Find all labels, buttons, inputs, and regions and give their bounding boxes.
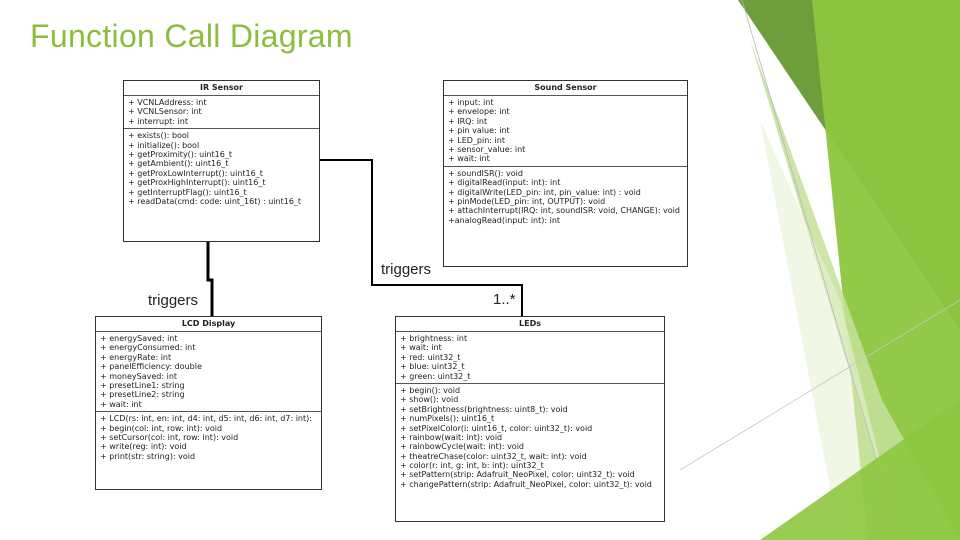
class-method: + initialize(): bool: [128, 140, 200, 150]
class-method: + getProximity(): uint16_t: [128, 149, 232, 159]
multiplicity-label: 1..*: [493, 291, 516, 308]
class-attribute: + panelEfficiency: double: [100, 362, 202, 372]
class-methods: + exists(): bool+ initialize(): bool+ ge…: [124, 129, 319, 208]
class-method: + setCursor(col: int, row: int): void: [100, 432, 239, 442]
deco-green-band: [812, 0, 960, 540]
connector-label-ir-to-lcd: triggers: [148, 292, 199, 309]
class-attributes: + input: int+ envelope: int+ IRQ: int+ p…: [444, 96, 687, 167]
class-method: + readData(cmd: code: uint_16t) : uint16…: [128, 196, 302, 206]
class-methods: + begin(): void+ show(): void+ setBright…: [396, 384, 664, 491]
class-method: + begin(): void: [400, 385, 461, 395]
class-method: + getInterruptFlag(): uint16_t: [128, 187, 247, 197]
class-method: + getProxLowInterrupt(): uint16_t: [128, 168, 263, 178]
class-attribute: + sensor_value: int: [448, 144, 526, 154]
class-attributes: + VCNLAddress: int+ VCNLSensor: int+ int…: [124, 96, 319, 130]
deco-line: [741, 0, 901, 540]
class-method: + LCD(rs: int, en: int, d4: int, d5: int…: [100, 414, 312, 424]
class-method: + theatreChase(color: uint32_t, wait: in…: [400, 451, 587, 461]
class-title: Sound Sensor: [444, 81, 687, 96]
class-attributes: + brightness: int+ wait: int+ red: uint3…: [396, 332, 664, 384]
class-attribute: + red: uint32_t: [400, 352, 461, 362]
class-attribute: + green: uint32_t: [400, 371, 471, 381]
deco-bottom-wedge: [760, 400, 960, 540]
class-method: + digitalWrite(LED_pin: int, pin_value: …: [448, 187, 641, 197]
class-leds: LEDs + brightness: int+ wait: int+ red: …: [395, 316, 665, 522]
class-method: + rainbow(wait: int): void: [400, 432, 503, 442]
class-attribute: + energySaved: int: [100, 334, 178, 343]
class-method: + write(reg: int): void: [100, 442, 187, 452]
class-title: IR Sensor: [124, 81, 319, 96]
class-attribute: + input: int: [448, 98, 494, 107]
class-attribute: + brightness: int: [400, 334, 468, 343]
class-attribute: + VCNLSensor: int: [128, 107, 202, 117]
class-method: + rainbowCycle(wait: int): void: [400, 442, 524, 452]
class-method: + setPixelColor(i: uint16_t, color: uint…: [400, 423, 593, 433]
class-method: +analogRead(input: int): int: [448, 215, 561, 225]
deco-line: [679, 299, 960, 471]
class-attribute: + wait: int: [100, 399, 142, 409]
deco-pale-shape: [760, 120, 900, 540]
class-method: + getProxHighInterrupt(): uint16_t: [128, 178, 266, 188]
class-method: + getAmbient(): uint16_t: [128, 159, 229, 169]
class-attribute: + LED_pin: int: [448, 135, 505, 145]
class-method: + numPixels(): uint16_t: [400, 414, 495, 424]
class-attribute: + energyConsumed: int: [100, 343, 196, 353]
class-sound-sensor: Sound Sensor + input: int+ envelope: int…: [443, 80, 688, 267]
class-attribute: + blue: uint32_t: [400, 362, 465, 372]
class-attribute: + VCNLAddress: int: [128, 98, 207, 107]
page-title: Function Call Diagram: [30, 18, 353, 54]
class-method: + setBrightness(brightness: uint8_t): vo…: [400, 404, 568, 414]
class-attribute: + energyRate: int: [100, 352, 172, 362]
class-method: + print(str: string): void: [100, 451, 196, 461]
connector-ir-to-lcd: [206, 242, 214, 316]
class-attribute: + presetLine1: string: [100, 380, 185, 390]
class-attribute: + wait: int: [448, 154, 490, 164]
class-method: + pinMode(LED_pin: int, OUTPUT): void: [448, 196, 606, 206]
class-method: + soundISR(): void: [448, 168, 523, 178]
class-method: + show(): void: [400, 395, 459, 405]
class-attribute: + pin value: int: [448, 126, 510, 136]
class-method: + color(r: int, g: int, b: int): uint32_…: [400, 461, 544, 471]
class-methods: + LCD(rs: int, en: int, d4: int, d5: int…: [96, 412, 321, 463]
class-method: + setPattern(strip: Adafruit_NeoPixel, c…: [400, 470, 635, 480]
class-attribute: + wait: int: [400, 343, 442, 353]
class-method: + exists(): bool: [128, 131, 190, 141]
class-method: + changePattern(strip: Adafruit_NeoPixel…: [400, 479, 652, 489]
class-lcd-display: LCD Display + energySaved: int+ energyCo…: [95, 316, 322, 490]
class-attributes: + energySaved: int+ energyConsumed: int+…: [96, 332, 321, 413]
class-attribute: + moneySaved: int: [100, 371, 178, 381]
class-method: + attachInterrupt(IRQ: int, soundISR: vo…: [448, 206, 680, 216]
class-method: + begin(col: int, row: int): void: [100, 423, 223, 433]
class-method: + digitalRead(input: int): int: [448, 178, 561, 188]
class-methods: + soundISR(): void+ digitalRead(input: i…: [444, 167, 687, 227]
connector-label-sound-to-leds: triggers: [381, 261, 432, 278]
class-title: LEDs: [396, 317, 664, 332]
class-title: LCD Display: [96, 317, 321, 332]
class-attribute: + presetLine2: string: [100, 390, 185, 400]
class-attribute: + IRQ: int: [448, 116, 488, 126]
class-attribute: + interrupt: int: [128, 116, 188, 126]
class-ir-sensor: IR Sensor + VCNLAddress: int+ VCNLSensor…: [123, 80, 320, 242]
connector-sound-to-leds: [320, 159, 523, 316]
class-attribute: + envelope: int: [448, 107, 510, 117]
